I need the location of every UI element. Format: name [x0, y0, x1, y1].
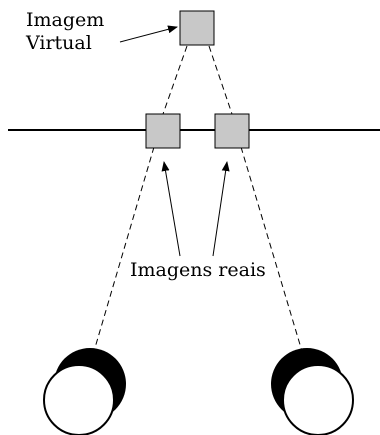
virtual-image-arrow — [119, 25, 178, 43]
sight-line-right-lower — [240, 146, 305, 359]
sight-line-left-lower — [91, 146, 155, 359]
real-image-arrow-left — [161, 161, 181, 257]
sight-line-left-upper — [162, 45, 188, 115]
real-image-box-right — [214, 113, 250, 149]
left-eye — [43, 348, 126, 435]
left-eye-ball — [43, 364, 115, 435]
virtual-image-box — [179, 10, 215, 46]
sight-lines — [91, 45, 305, 359]
sight-line-right-upper — [208, 45, 233, 115]
virtual-image-label-line1: Imagem — [26, 9, 104, 31]
real-images-label: Imagens reais — [130, 259, 266, 281]
real-image-box-left — [145, 113, 181, 149]
right-eye-ball — [282, 364, 354, 435]
virtual-image-label-line2: Virtual — [25, 32, 92, 54]
right-eye — [271, 348, 354, 435]
real-image-arrow-right — [212, 161, 230, 257]
